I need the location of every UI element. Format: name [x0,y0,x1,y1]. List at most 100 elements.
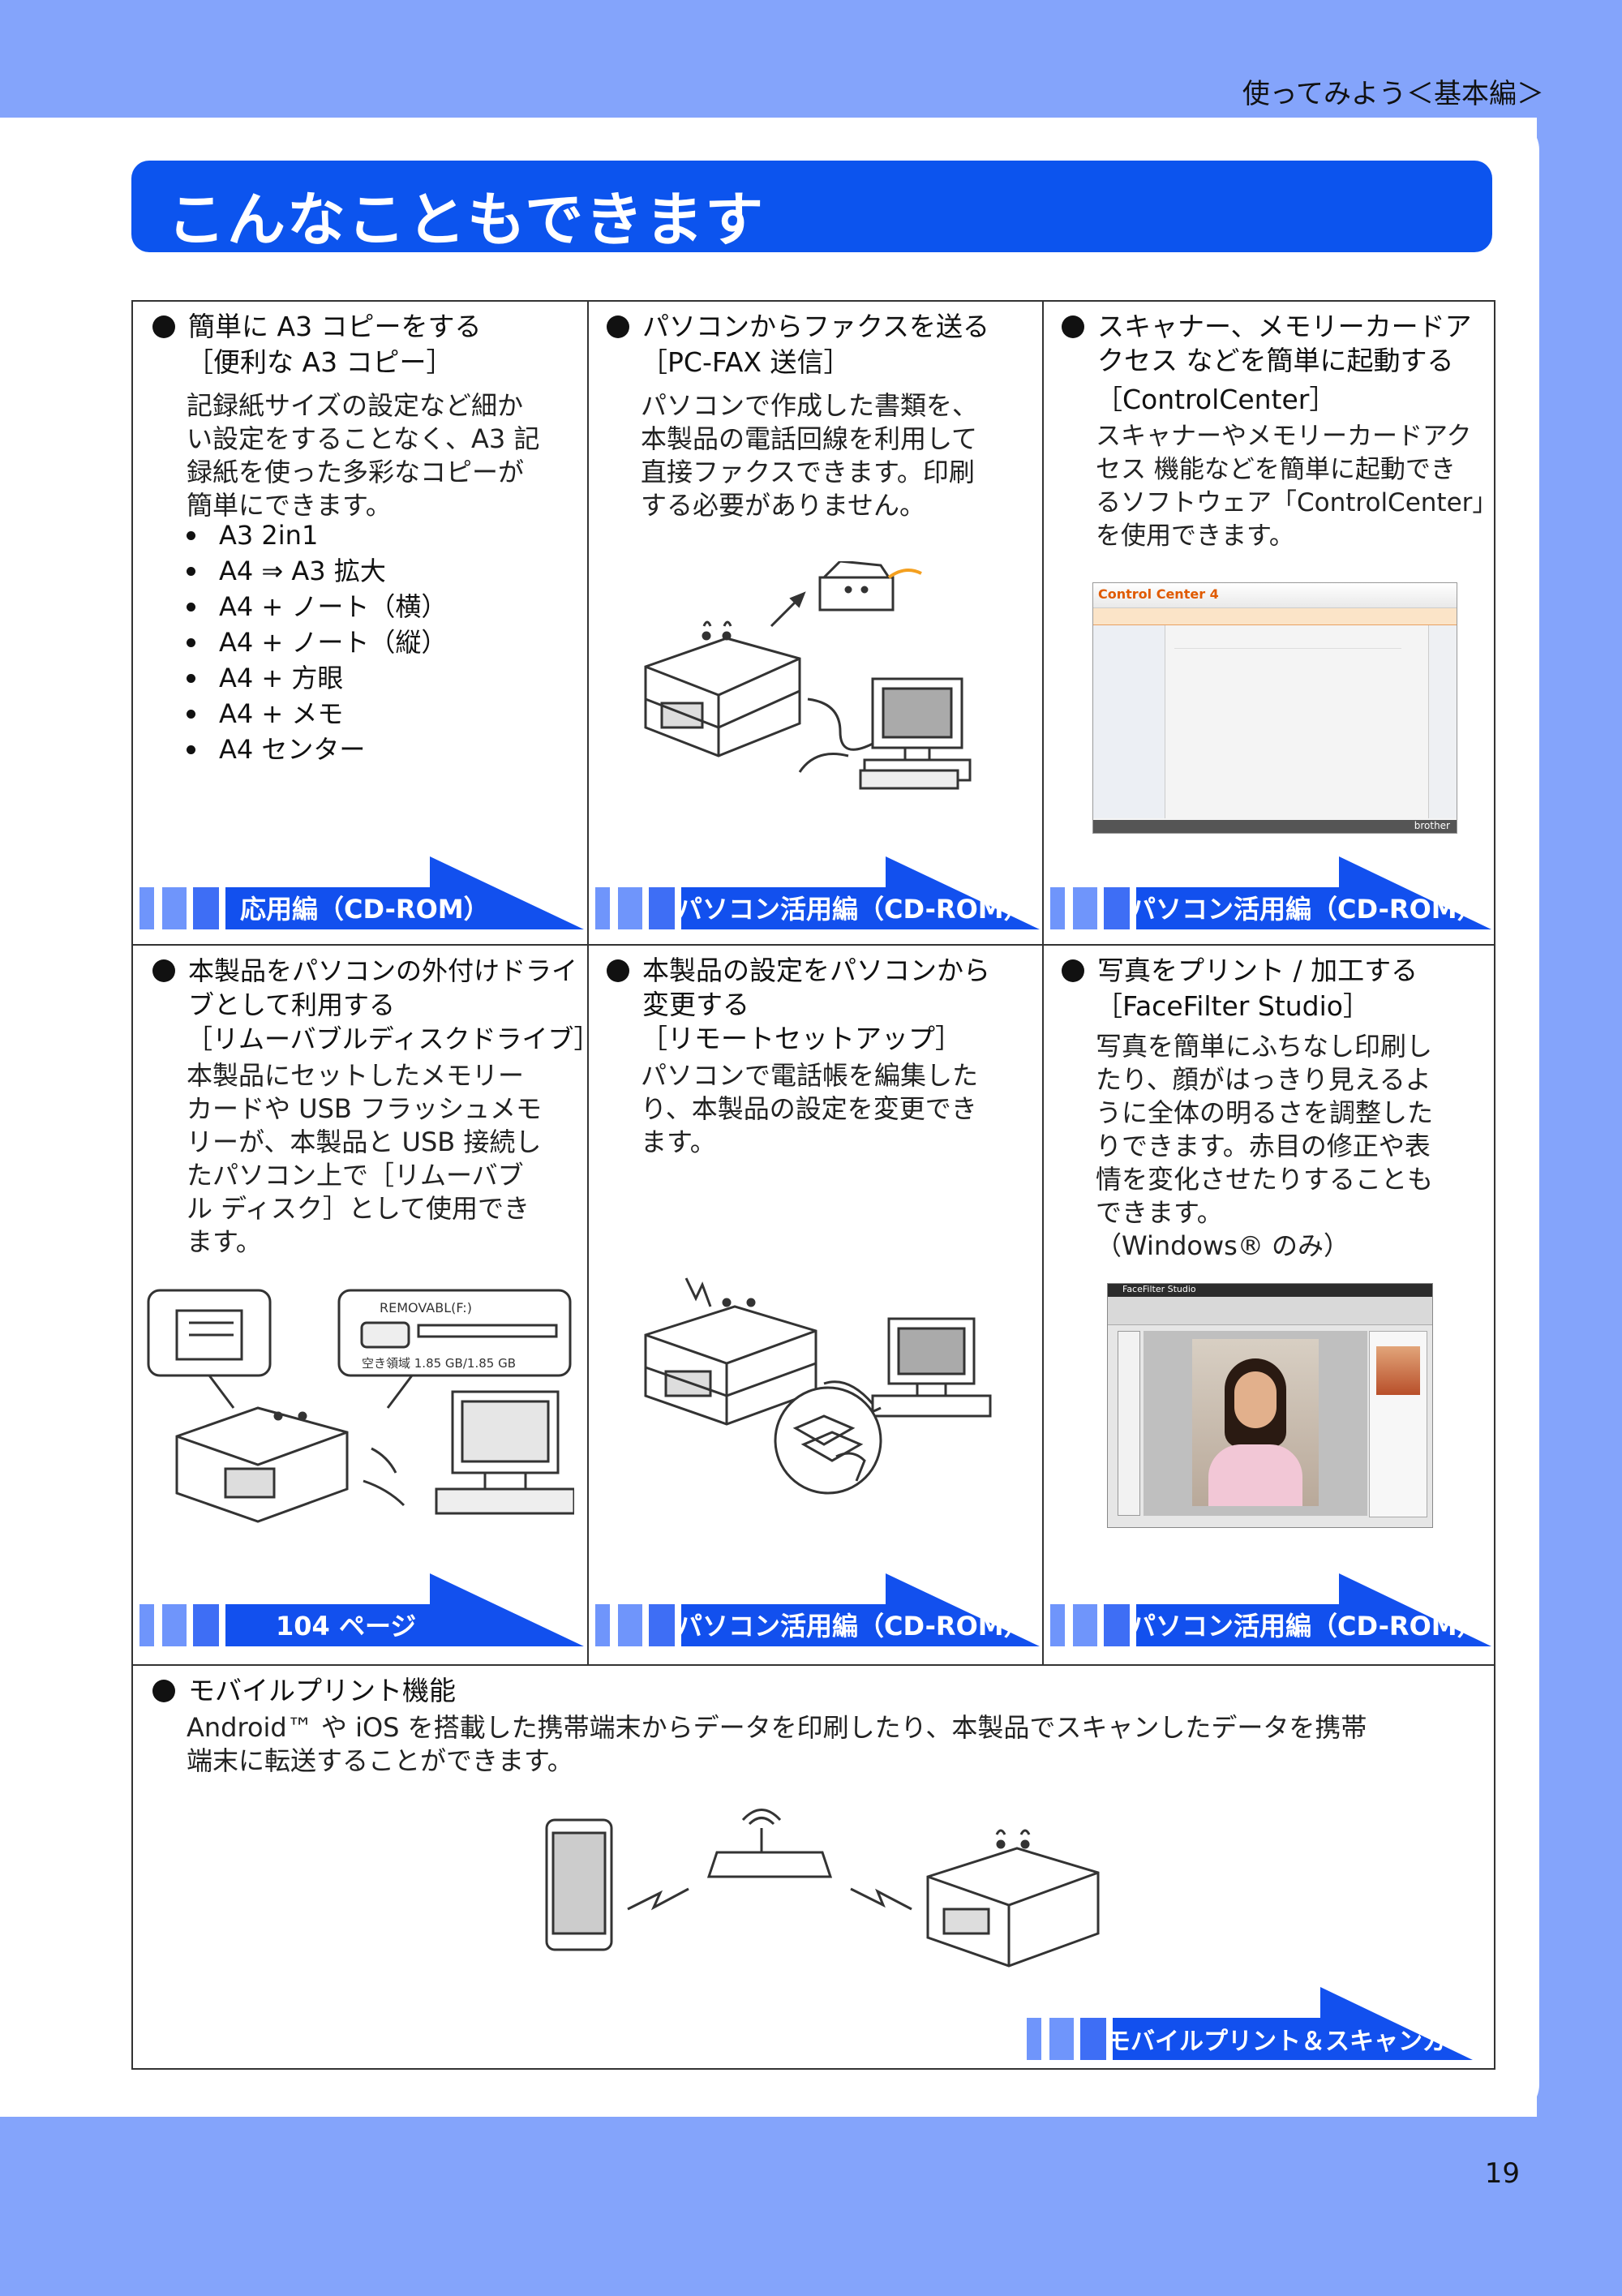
app-side-panel [1369,1331,1427,1517]
bullet-icon [152,959,175,982]
app-statusbar: brother [1093,820,1457,833]
grid-divider [133,1664,1494,1666]
ref-marker [1027,2018,1041,2060]
feature-title: 写真をプリント / 加工する [1062,954,1487,988]
feature-description: 写真を簡単にふちなし印刷し たり、顔がはっきり見えるよ うに全体の明るさを調整し… [1096,1030,1488,1263]
app-tool-palette [1118,1331,1140,1516]
feature-grid: 簡単に A3 コピーをする ［便利な A3 コピー］ 記録紙サイズの設定など細か… [131,300,1498,2070]
feature-subtitle: ［リモートセットアップ］ [641,1023,962,1054]
remote-setup-illustration [644,1277,992,1495]
bullet-icon [152,315,175,338]
section-header: 使ってみよう＜基本編＞ [1242,78,1544,110]
feature-title: 簡単に A3 コピーをする [152,310,577,344]
arrow-icon [1136,856,1491,929]
reference-link[interactable]: パソコン活用編（CD-ROM） [1050,1573,1491,1646]
arrow-icon [681,1573,1040,1646]
app-toolbar [1108,1297,1432,1325]
title-banner: こんなこともできます [131,161,1492,254]
ref-marker [193,887,219,929]
grid-divider [133,944,1494,946]
arrow-icon [681,856,1040,929]
ref-marker [139,1604,154,1646]
control-center-screenshot: Control Center 4 brother [1092,582,1457,834]
bullet-icon [1062,315,1084,338]
ref-marker [1104,1604,1130,1646]
ref-marker [193,1604,219,1646]
arrow-icon [225,1573,584,1646]
bottom-band [0,2117,1622,2296]
drive-space: 空き領域 1.85 GB/1.85 GB [362,1356,516,1371]
bullet-icon [607,315,629,338]
facefilter-screenshot: FaceFilter Studio [1107,1283,1433,1528]
mobile-print-illustration [545,1809,1100,1968]
bullet-icon [152,1680,175,1702]
ref-marker [1104,887,1130,929]
feature-subtitle: ［FaceFilter Studio］ [1096,990,1370,1022]
ref-marker [139,887,154,929]
app-titlebar: Control Center 4 [1093,583,1457,608]
ref-marker [1049,2018,1074,2060]
cell-mobile-print: モバイルプリント機能 Android™ や iOS を搭載した携帯端末からデータ… [133,1666,1495,2068]
ref-marker [1080,2018,1106,2060]
cell-pc-fax: パソコンからファクスを送る ［PC-FAX 送信］ パソコンで作成した書類を、 … [589,302,1042,944]
cell-removable-disk: 本製品をパソコンの外付けドライ ブとして利用する ［リムーバブルディスクドライブ… [133,946,600,1664]
page-number: 19 [1484,2157,1520,2190]
feature-subtitle: ［リムーバブルディスクドライブ］ [187,1024,600,1054]
ref-marker [162,887,187,929]
ref-marker [1073,887,1097,929]
feature-description: スキャナーやメモリーカードアク セス 機能などを簡単に起動でき るソフトウェア「… [1096,422,1498,551]
reference-link[interactable]: パソコン活用編（CD-ROM） [1050,856,1491,929]
app-tab-bar [1093,608,1457,625]
page-paper [0,118,1539,2117]
bullet-icon [1062,959,1084,982]
cell-control-center: スキャナー、メモリーカードア クセス などを簡単に起動する ［ControlCe… [1044,302,1498,944]
pc-fax-illustration [644,561,972,790]
os-note: （Windows® のみ） [1096,1230,1350,1261]
feature-title: モバイルプリント機能 [152,1674,1405,1708]
arrow-icon [1136,1573,1491,1646]
reference-link[interactable]: モバイルプリント＆スキャンガイド [1027,1987,1495,2060]
list-item: A4 + メモ [183,696,556,732]
feature-description: パソコンで電話帳を編集した り、本製品の設定を変更でき ます。 [641,1060,979,1157]
reference-link[interactable]: パソコン活用編（CD-ROM） [595,856,1040,929]
grid-divider [1042,302,1044,1664]
photo-canvas [1144,1331,1367,1516]
page-title: こんなこともできます [167,186,766,254]
ref-marker [618,887,642,929]
bullet-icon [607,959,629,982]
arrow-icon [1113,1987,1473,2060]
app-right-panel [1428,625,1457,818]
reference-link[interactable]: パソコン活用編（CD-ROM） [595,1573,1040,1646]
app-toolbar [1174,632,1401,649]
ref-marker [618,1604,642,1646]
ref-marker [649,1604,675,1646]
ref-marker [595,887,610,929]
portrait-photo [1192,1339,1319,1506]
cell-a3-copy: 簡単に A3 コピーをする ［便利な A3 コピー］ 記録紙サイズの設定など細か… [133,302,587,944]
feature-title: スキャナー、メモリーカードア クセス などを簡単に起動する [1062,310,1487,378]
ref-marker [1050,887,1065,929]
list-item: A4 + 方眼 [183,660,556,696]
list-item: A4 + ノート（横） [183,589,556,624]
drive-name: REMOVABL(F:) [380,1300,472,1315]
top-band [0,0,1622,118]
list-item: A4 ⇒ A3 拡大 [183,553,556,589]
reference-link[interactable]: 応用編（CD-ROM） [139,856,584,929]
feature-subtitle: ［便利な A3 コピー］ [187,346,453,378]
feature-description: パソコンで作成した書類を、 本製品の電話回線を利用して 直接ファクスできます。印… [641,390,979,521]
ref-marker [1073,1604,1097,1646]
feature-subtitle: ［PC-FAX 送信］ [641,346,851,378]
feature-title: 本製品の設定をパソコンから 変更する [607,954,1032,1022]
ref-marker [595,1604,610,1646]
removable-disk-illustration: REMOVABL(F:) 空き領域 1.85 GB/1.85 GB [147,1289,574,1523]
copy-mode-list: A3 2in1 A4 ⇒ A3 拡大 A4 + ノート（横） A4 + ノート（… [183,517,556,767]
reference-link[interactable]: 104 ページ [139,1573,584,1646]
app-sidebar [1093,625,1165,818]
ref-marker [1050,1604,1065,1646]
feature-title: パソコンからファクスを送る [607,310,1032,344]
ref-marker [162,1604,187,1646]
feature-description: Android™ や iOS を搭載した携帯端末からデータを印刷したり、本製品で… [187,1712,1367,1776]
cell-facefilter: 写真をプリント / 加工する ［FaceFilter Studio］ 写真を簡単… [1044,946,1494,1664]
right-band [1537,0,1622,2296]
feature-subtitle: ［ControlCenter］ [1096,384,1337,415]
